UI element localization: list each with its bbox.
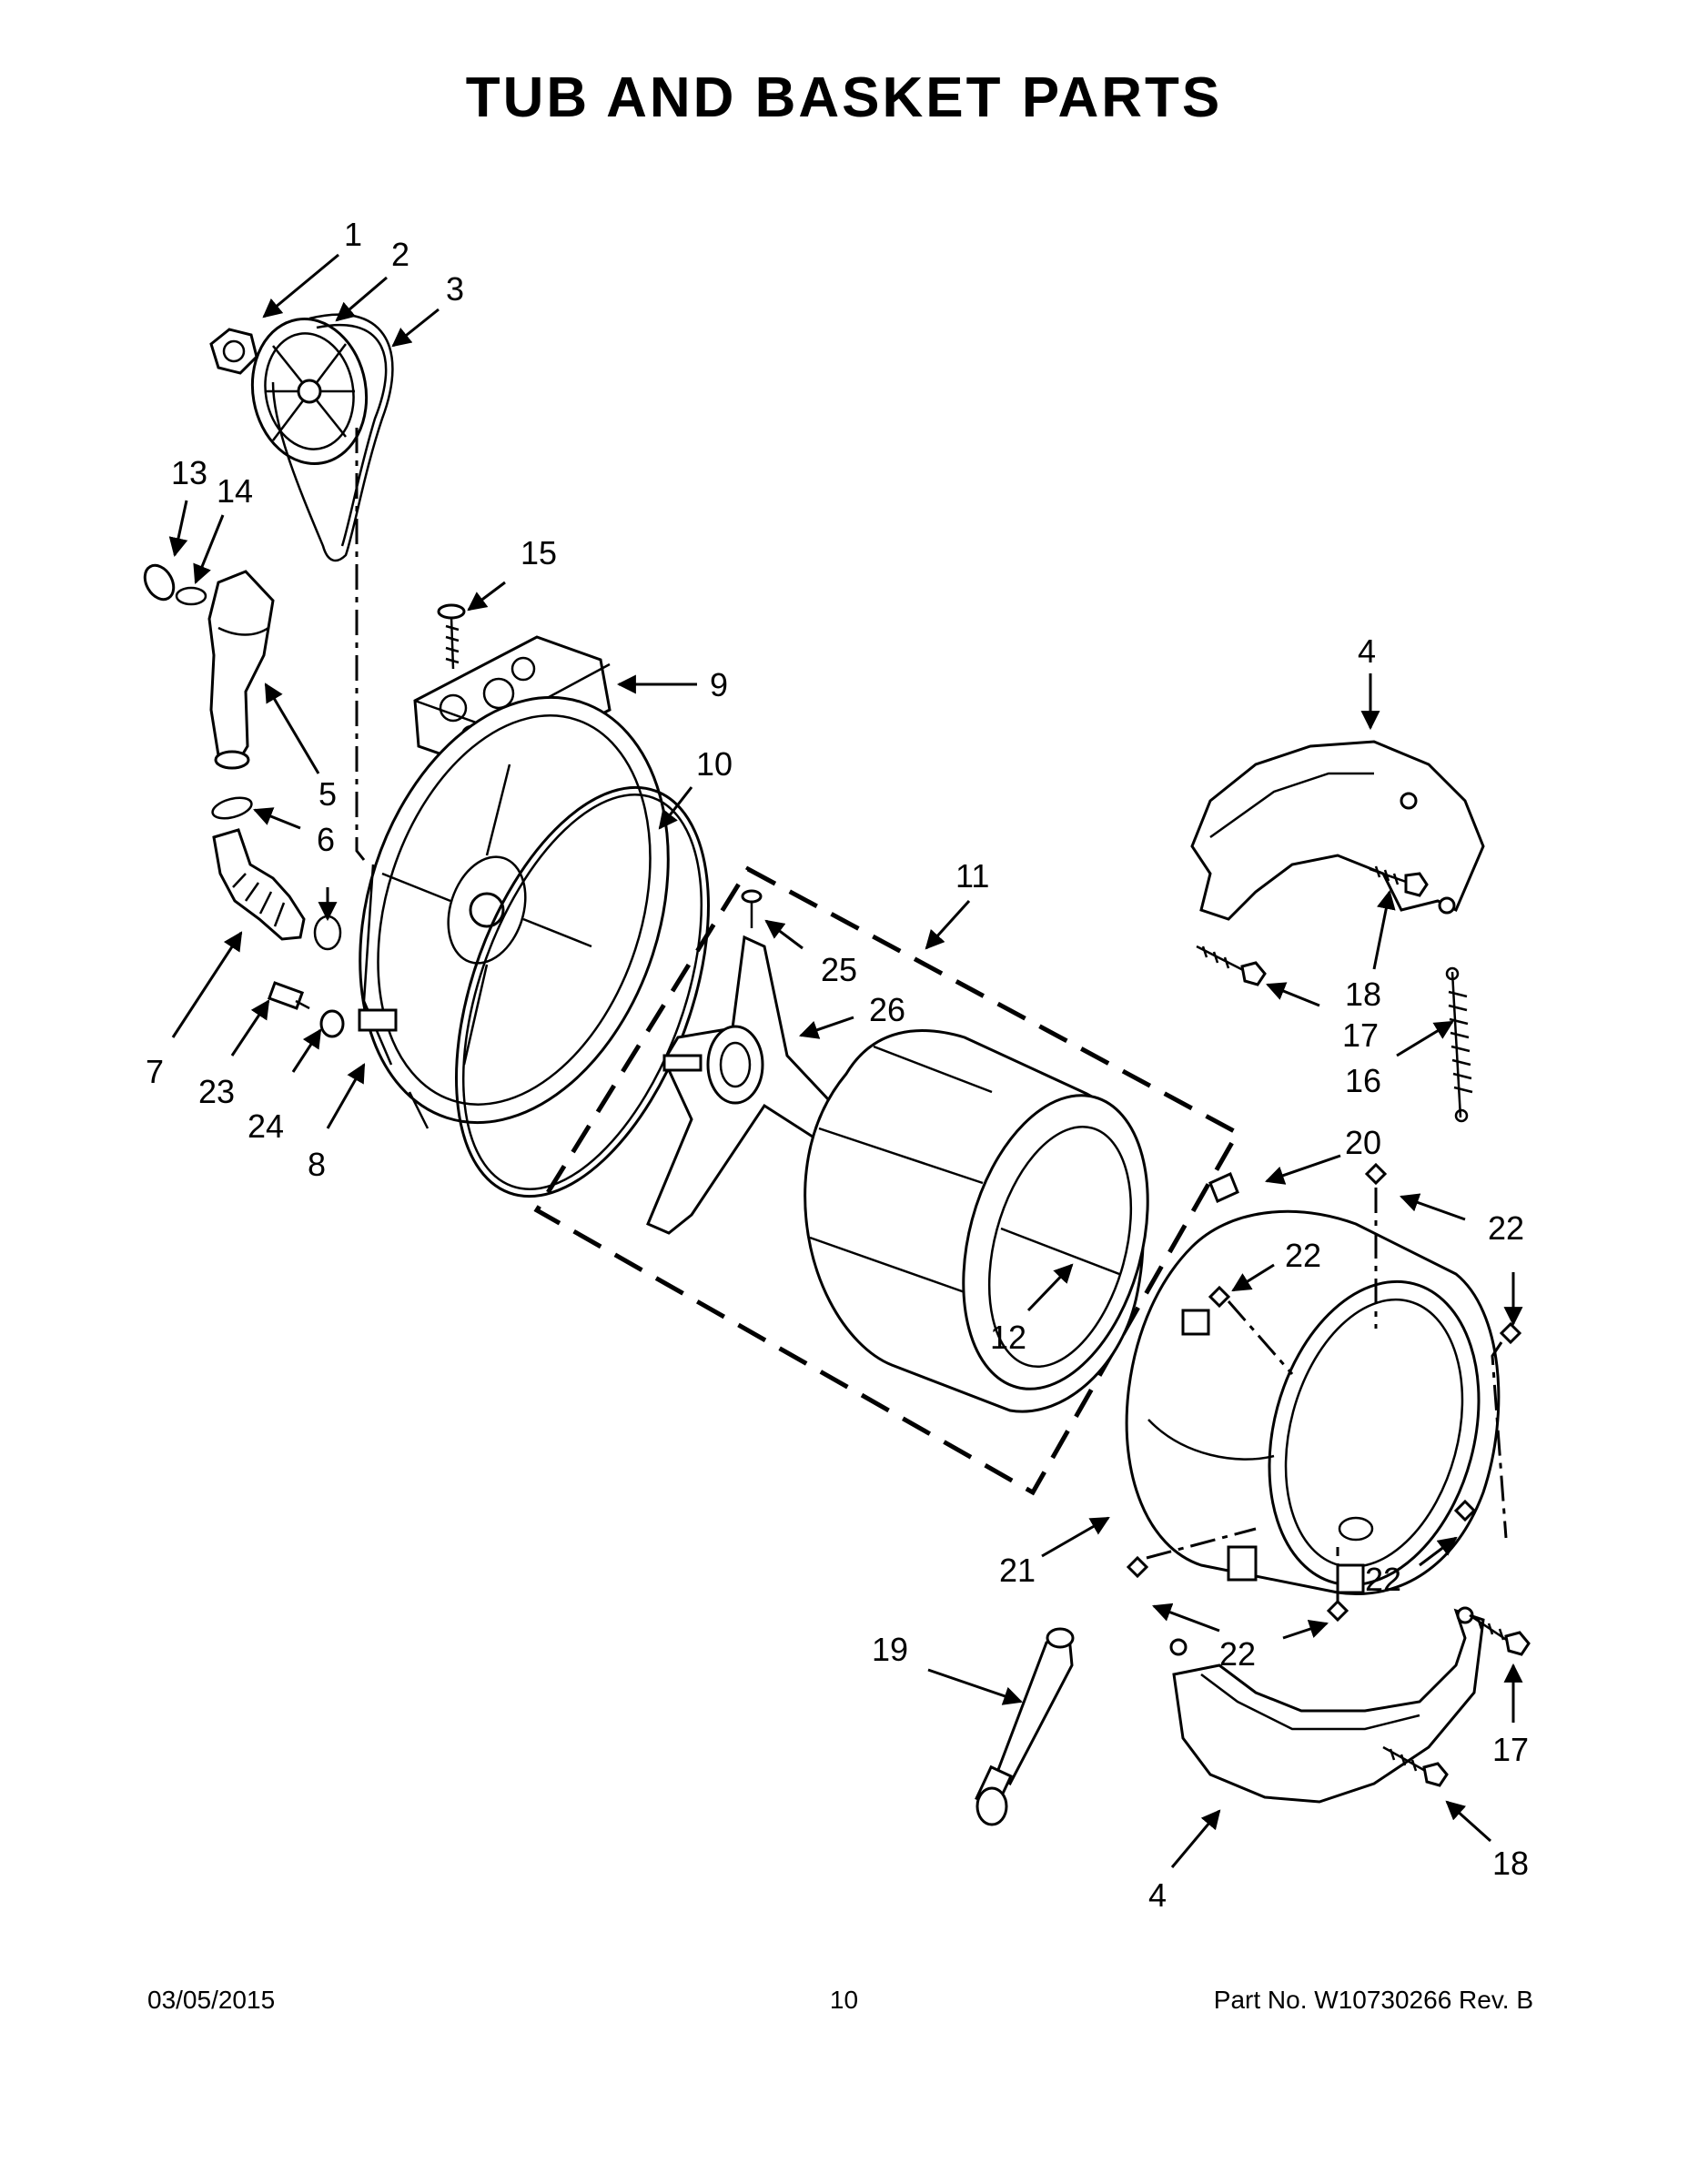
basket-assembly-box bbox=[533, 865, 1241, 1496]
callout-23: 23 bbox=[198, 1073, 235, 1110]
callout-22-b: 22 bbox=[1285, 1237, 1321, 1274]
mount-gasket-part bbox=[1126, 1162, 1522, 1623]
tub-seal-part bbox=[455, 785, 710, 1198]
callout-25: 25 bbox=[821, 951, 857, 988]
clip-part bbox=[1208, 1171, 1239, 1204]
shock-absorber-part bbox=[975, 1627, 1075, 1826]
callout-6: 6 bbox=[317, 821, 335, 858]
belt-part bbox=[271, 313, 394, 562]
bolt-18-top-part bbox=[1369, 865, 1429, 897]
hose-fitting-part bbox=[207, 570, 275, 770]
callout-22-d: 22 bbox=[1365, 1561, 1401, 1598]
callout-7: 7 bbox=[146, 1053, 164, 1090]
footer-page-number: 10 bbox=[829, 1986, 859, 2014]
callout-19: 19 bbox=[872, 1631, 908, 1668]
connector-part bbox=[267, 981, 310, 1010]
plug-part bbox=[319, 1009, 345, 1038]
o-ring-part bbox=[175, 586, 207, 606]
callout-14: 14 bbox=[217, 472, 253, 510]
tub-hose-part bbox=[212, 828, 306, 941]
basket-drum-part bbox=[804, 1029, 1149, 1413]
rear-tub-part bbox=[358, 695, 670, 1129]
callout-9: 9 bbox=[710, 666, 728, 703]
counterweight-top-part bbox=[1190, 740, 1485, 921]
footer-part-number: Part No. W10730266 Rev. B bbox=[1213, 1986, 1533, 2014]
callout-22-e: 22 bbox=[1219, 1635, 1256, 1673]
screw-25-part bbox=[741, 889, 763, 928]
callout-17-bottom: 17 bbox=[1492, 1731, 1529, 1768]
nut-part bbox=[209, 328, 258, 375]
gasket-guide-lines bbox=[1146, 1188, 1508, 1602]
callout-16: 16 bbox=[1345, 1062, 1381, 1099]
callout-4-bottom: 4 bbox=[1148, 1876, 1167, 1914]
basket-spider-part bbox=[646, 935, 858, 1235]
callout-26: 26 bbox=[869, 991, 905, 1028]
page-title: TUB AND BASKET PARTS bbox=[465, 66, 1223, 129]
callout-12: 12 bbox=[990, 1319, 1026, 1356]
callout-3: 3 bbox=[446, 270, 464, 308]
callout-5: 5 bbox=[318, 775, 337, 813]
callout-2: 2 bbox=[391, 236, 409, 273]
bolt-17-bottom-part bbox=[1469, 1613, 1531, 1656]
callout-22-a: 22 bbox=[1488, 1209, 1524, 1247]
bolt-17-top-part bbox=[1196, 945, 1267, 986]
callout-11: 11 bbox=[955, 857, 989, 895]
callout-1: 1 bbox=[344, 216, 362, 253]
alignment-line bbox=[355, 428, 366, 861]
callout-18-top: 18 bbox=[1345, 976, 1381, 1013]
callout-21: 21 bbox=[999, 1552, 1036, 1589]
clamp-small-part bbox=[143, 563, 176, 602]
screw-15-part bbox=[437, 603, 466, 670]
callout-labels: 1 2 3 13 14 15 9 5 6 10 11 4 25 26 7 23 … bbox=[146, 216, 1529, 1914]
spring-part bbox=[1445, 966, 1473, 1123]
footer-date: 03/05/2015 bbox=[147, 1986, 276, 2014]
callout-24: 24 bbox=[248, 1107, 284, 1145]
pulley-part bbox=[250, 317, 369, 466]
leader-arrows bbox=[168, 253, 1523, 1868]
callout-4-top: 4 bbox=[1358, 632, 1376, 670]
callout-18-bottom: 18 bbox=[1492, 1845, 1529, 1882]
callout-20: 20 bbox=[1345, 1124, 1381, 1161]
callout-17-top: 17 bbox=[1342, 1016, 1379, 1054]
callout-13: 13 bbox=[171, 454, 207, 491]
callout-8: 8 bbox=[308, 1146, 326, 1183]
bolt-18-bottom-part bbox=[1382, 1745, 1449, 1787]
callout-15: 15 bbox=[521, 534, 557, 571]
callout-10: 10 bbox=[696, 745, 733, 783]
